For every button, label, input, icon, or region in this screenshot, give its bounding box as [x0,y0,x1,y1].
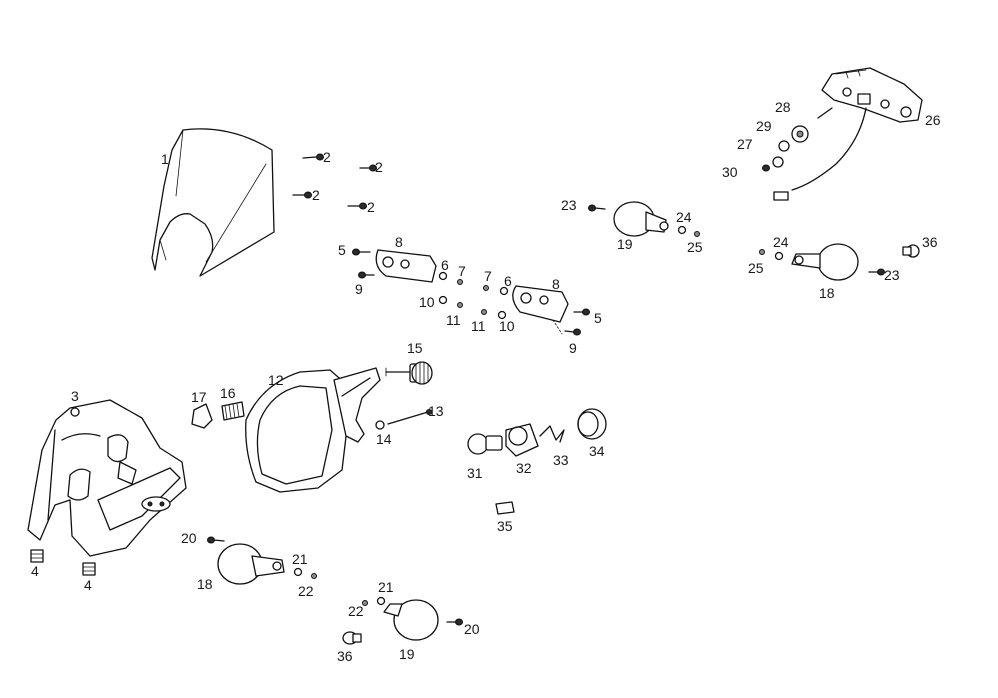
part-fairing-bracket [27,399,187,557]
part-screws-2 [292,153,377,210]
callout-23: 23 [884,267,900,283]
callout-15: 15 [407,340,423,356]
callout-21: 21 [378,579,394,595]
callout-9: 9 [569,340,577,356]
callout-27: 27 [737,136,753,152]
callout-17: 17 [191,389,207,405]
callout-33: 33 [553,452,569,468]
part-headlight [245,367,381,493]
part-washers [438,271,509,320]
callout-8: 8 [552,276,560,292]
part-blinker-front-left [207,536,317,585]
callout-21: 21 [292,551,308,567]
callout-24: 24 [773,234,789,250]
callout-8: 8 [395,234,403,250]
callout-6: 6 [441,257,449,273]
part-blinker-front-right [342,596,463,645]
callout-5: 5 [594,310,602,326]
part-adjust-screws [191,361,433,430]
callout-36: 36 [922,234,938,250]
callout-16: 16 [220,385,236,401]
callout-22: 22 [348,603,364,619]
part-windscreen [151,128,275,277]
callout-36: 36 [337,648,353,664]
callout-2: 2 [323,149,331,165]
part-tail-light [762,67,923,201]
callout-10: 10 [419,294,435,310]
part-screws-5-9 [352,248,590,336]
callout-29: 29 [756,118,772,134]
callout-32: 32 [516,460,532,476]
part-blinker-rear-right [759,243,920,281]
callout-19: 19 [399,646,415,662]
callout-18: 18 [819,285,835,301]
part-blinker-brackets-8 [375,249,569,323]
callout-10: 10 [499,318,515,334]
callout-labels: 1 2 2 2 2 3 4 4 5 5 6 6 7 7 8 8 9 9 10 1… [31,99,941,664]
callout-7: 7 [458,263,466,279]
callout-23: 23 [561,197,577,213]
callout-19: 19 [617,236,633,252]
callout-11: 11 [446,312,461,328]
callout-9: 9 [355,281,363,297]
callout-18: 18 [197,576,213,592]
callout-34: 34 [589,443,605,459]
callout-35: 35 [497,518,513,534]
callout-25: 25 [687,239,703,255]
callout-4: 4 [31,563,39,579]
callout-31: 31 [467,465,483,481]
callout-14: 14 [376,431,392,447]
callout-22: 22 [298,583,314,599]
part-blinker-rear-left [588,201,700,237]
callout-20: 20 [464,621,480,637]
callout-2: 2 [367,199,375,215]
callout-28: 28 [775,99,791,115]
callout-20: 20 [181,530,197,546]
callout-2: 2 [312,187,320,203]
callout-25: 25 [748,260,764,276]
callout-24: 24 [676,209,692,225]
part-grommets-4 [30,549,96,576]
callout-11: 11 [471,318,486,334]
callout-5: 5 [338,242,346,258]
callout-2: 2 [375,159,383,175]
callout-4: 4 [84,577,92,593]
callout-26: 26 [925,112,941,128]
callout-1: 1 [161,151,169,167]
callout-30: 30 [722,164,738,180]
callout-6: 6 [504,273,512,289]
part-bulb-assembly [467,408,607,515]
callout-13: 13 [428,403,444,419]
callout-7: 7 [484,268,492,284]
callout-12: 12 [268,372,284,388]
callout-3: 3 [71,388,79,404]
